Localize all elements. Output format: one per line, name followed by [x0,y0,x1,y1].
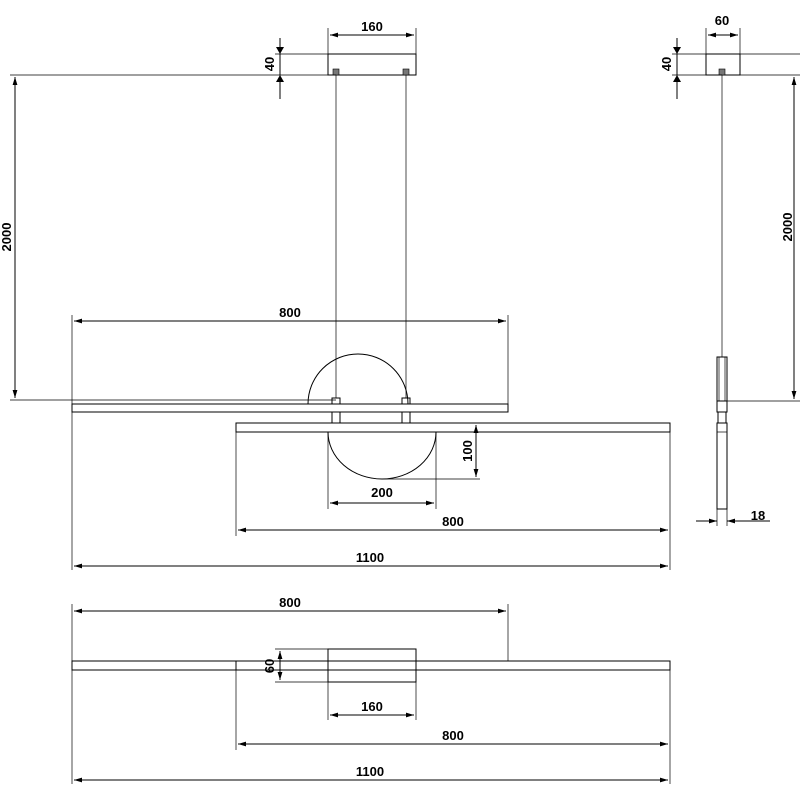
front-view: 160 40 2000 800 100 200 800 [0,19,671,570]
side-dim-thickness-label: 18 [751,508,765,523]
top-dim-lower-bar-label: 800 [442,728,464,743]
top-lower-bar [235,660,671,671]
dim-overall-label: 1100 [356,550,384,565]
dim-upper-bar-label: 800 [279,305,301,320]
side-view: 60 40 2000 18 [659,13,800,526]
dim-suspension-length-label: 2000 [0,223,14,252]
side-lower-bar [716,422,728,510]
top-dim-upper-bar-label: 800 [279,595,301,610]
side-dim-canopy-height-label: 40 [659,57,674,71]
canopy-mount-right [402,68,410,76]
dim-lower-bar-label: 800 [442,514,464,529]
dim-canopy-width-label: 160 [361,19,383,34]
side-holder [716,356,728,402]
dim-shade-depth-label: 100 [460,440,475,462]
canopy-mount-left [332,68,340,76]
lower-light-bar [235,422,671,433]
canopy [327,53,417,76]
top-dim-canopy-width-label: 160 [361,699,383,714]
side-upper-bar [716,400,728,413]
top-dim-overall-label: 1100 [356,764,384,779]
side-dim-suspension-length-label: 2000 [780,213,795,242]
upper-shade [307,353,409,405]
side-canopy-mount [718,68,726,76]
upper-light-bar [71,403,509,413]
side-dim-canopy-width-label: 60 [715,13,729,28]
lower-shade [327,431,437,480]
top-view: 800 60 160 800 1100 [71,595,671,784]
bar-connector-left [331,411,341,424]
dim-shade-width-label: 200 [371,485,393,500]
bar-connector-right [401,411,411,424]
side-connector [717,411,727,424]
top-dim-canopy-depth-label: 60 [262,659,277,673]
top-canopy [327,648,417,683]
dim-canopy-height-label: 40 [262,57,277,71]
